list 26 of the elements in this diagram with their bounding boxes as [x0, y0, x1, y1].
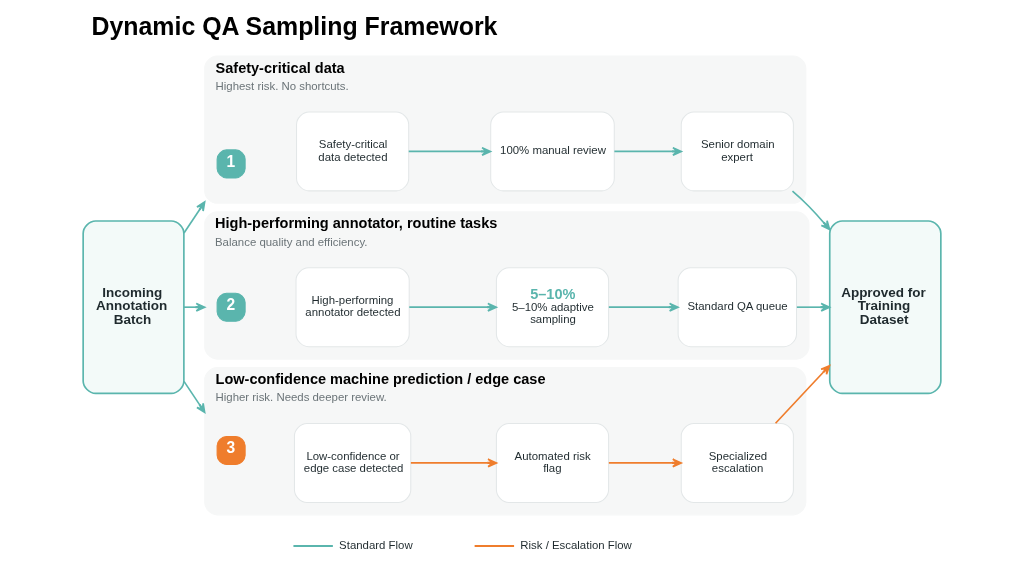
legend-label: Risk / Escalation Flow [520, 538, 632, 551]
arrow [183, 380, 206, 414]
node-box: 5–10% 5–10% adaptive sampling [495, 267, 610, 348]
arrow [183, 201, 206, 234]
node-box: Incoming Annotation Batch [82, 220, 185, 395]
node-box: 100% manual review [490, 111, 615, 192]
node-box: Senior domain expert [680, 111, 794, 192]
arrow [608, 302, 679, 312]
node-box: Approved for Training Dataset [828, 220, 942, 395]
arrow [791, 190, 831, 231]
node-box: Specialized escalation [680, 422, 794, 503]
arrow [613, 146, 683, 156]
legend-label: Standard Flow [339, 538, 413, 551]
node-box: Standard QA queue [677, 267, 798, 348]
diagram-title: Dynamic QA Sampling Framework [91, 12, 498, 41]
arrow [796, 302, 831, 312]
arrow [183, 302, 206, 312]
arrow [408, 302, 498, 312]
node-box: Safety-critical data detected [296, 111, 410, 192]
arrow [774, 364, 831, 425]
arrow [410, 458, 498, 468]
arrow [407, 146, 492, 156]
node-box: High-performing annotator detected [295, 267, 410, 348]
node-box: Low-confidence or edge case detected [293, 422, 412, 503]
arrow [608, 458, 682, 468]
node-box: Automated risk flag [495, 422, 610, 503]
